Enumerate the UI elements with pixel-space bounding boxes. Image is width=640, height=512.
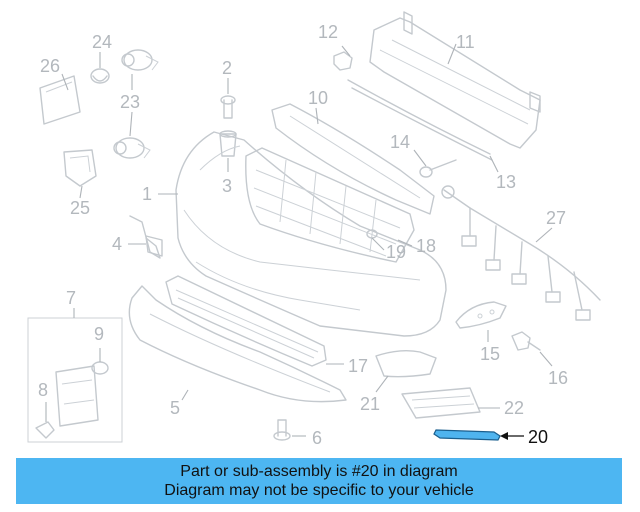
part-23 — [113, 49, 159, 159]
callout-19: 19 — [386, 242, 406, 262]
banner-line-1: Part or sub-assembly is #20 in diagram — [180, 463, 458, 480]
part-2 — [220, 78, 236, 119]
callout-18: 18 — [416, 236, 436, 256]
part-24 — [90, 52, 110, 84]
callout-8: 8 — [38, 380, 48, 400]
callout-15: 15 — [480, 344, 500, 364]
part-1-bumper-cover — [158, 131, 447, 337]
part-6 — [273, 419, 306, 441]
part-9 — [91, 348, 109, 375]
part-16 — [511, 331, 553, 367]
part-22 — [401, 387, 500, 419]
callout-20: 20 — [528, 427, 548, 447]
callout-21: 21 — [360, 394, 380, 414]
part-27-harness — [441, 185, 601, 321]
part-12 — [333, 45, 353, 71]
callout-7: 7 — [66, 288, 76, 308]
parts-diagram: 26 24 23 25 2 3 — [27, 11, 601, 448]
banner-line-2: Diagram may not be specific to your vehi… — [164, 482, 474, 499]
callout-10: 10 — [308, 88, 328, 108]
part-20-highlighted — [433, 429, 524, 441]
part-19 — [366, 229, 385, 251]
callout-2: 2 — [222, 58, 232, 78]
callout-4: 4 — [112, 234, 122, 254]
callout-26: 26 — [40, 56, 60, 76]
callout-25: 25 — [70, 198, 90, 218]
callout-27: 27 — [546, 208, 566, 228]
callout-5: 5 — [170, 398, 180, 418]
callout-24: 24 — [92, 32, 112, 52]
info-banner: Part or sub-assembly is #20 in diagram D… — [16, 458, 622, 504]
part-18-grille — [245, 147, 415, 263]
callout-16: 16 — [548, 368, 568, 388]
part-17-lower-grille — [165, 275, 344, 367]
part-8 — [35, 402, 55, 439]
callout-23: 23 — [120, 92, 140, 112]
callout-13: 13 — [496, 172, 516, 192]
part-5-spoiler — [128, 285, 347, 403]
callout-11: 11 — [456, 32, 475, 52]
part-11-reinforcement — [369, 11, 541, 149]
callout-9: 9 — [94, 324, 104, 344]
callout-1: 1 — [142, 184, 152, 204]
part-10-absorber — [271, 103, 435, 215]
part-4 — [128, 215, 163, 259]
callout-3: 3 — [222, 176, 232, 196]
part-14 — [413, 149, 457, 178]
callout-14: 14 — [390, 132, 410, 152]
part-26 — [39, 73, 81, 125]
callout-17: 17 — [348, 356, 368, 376]
part-15 — [455, 301, 507, 342]
callout-12: 12 — [318, 22, 338, 42]
part-13 — [347, 79, 499, 173]
part-7-license-bracket-group — [27, 308, 123, 443]
callout-22: 22 — [504, 398, 524, 418]
callout-6: 6 — [312, 428, 322, 448]
part-21 — [375, 349, 437, 393]
part-25 — [63, 149, 97, 199]
